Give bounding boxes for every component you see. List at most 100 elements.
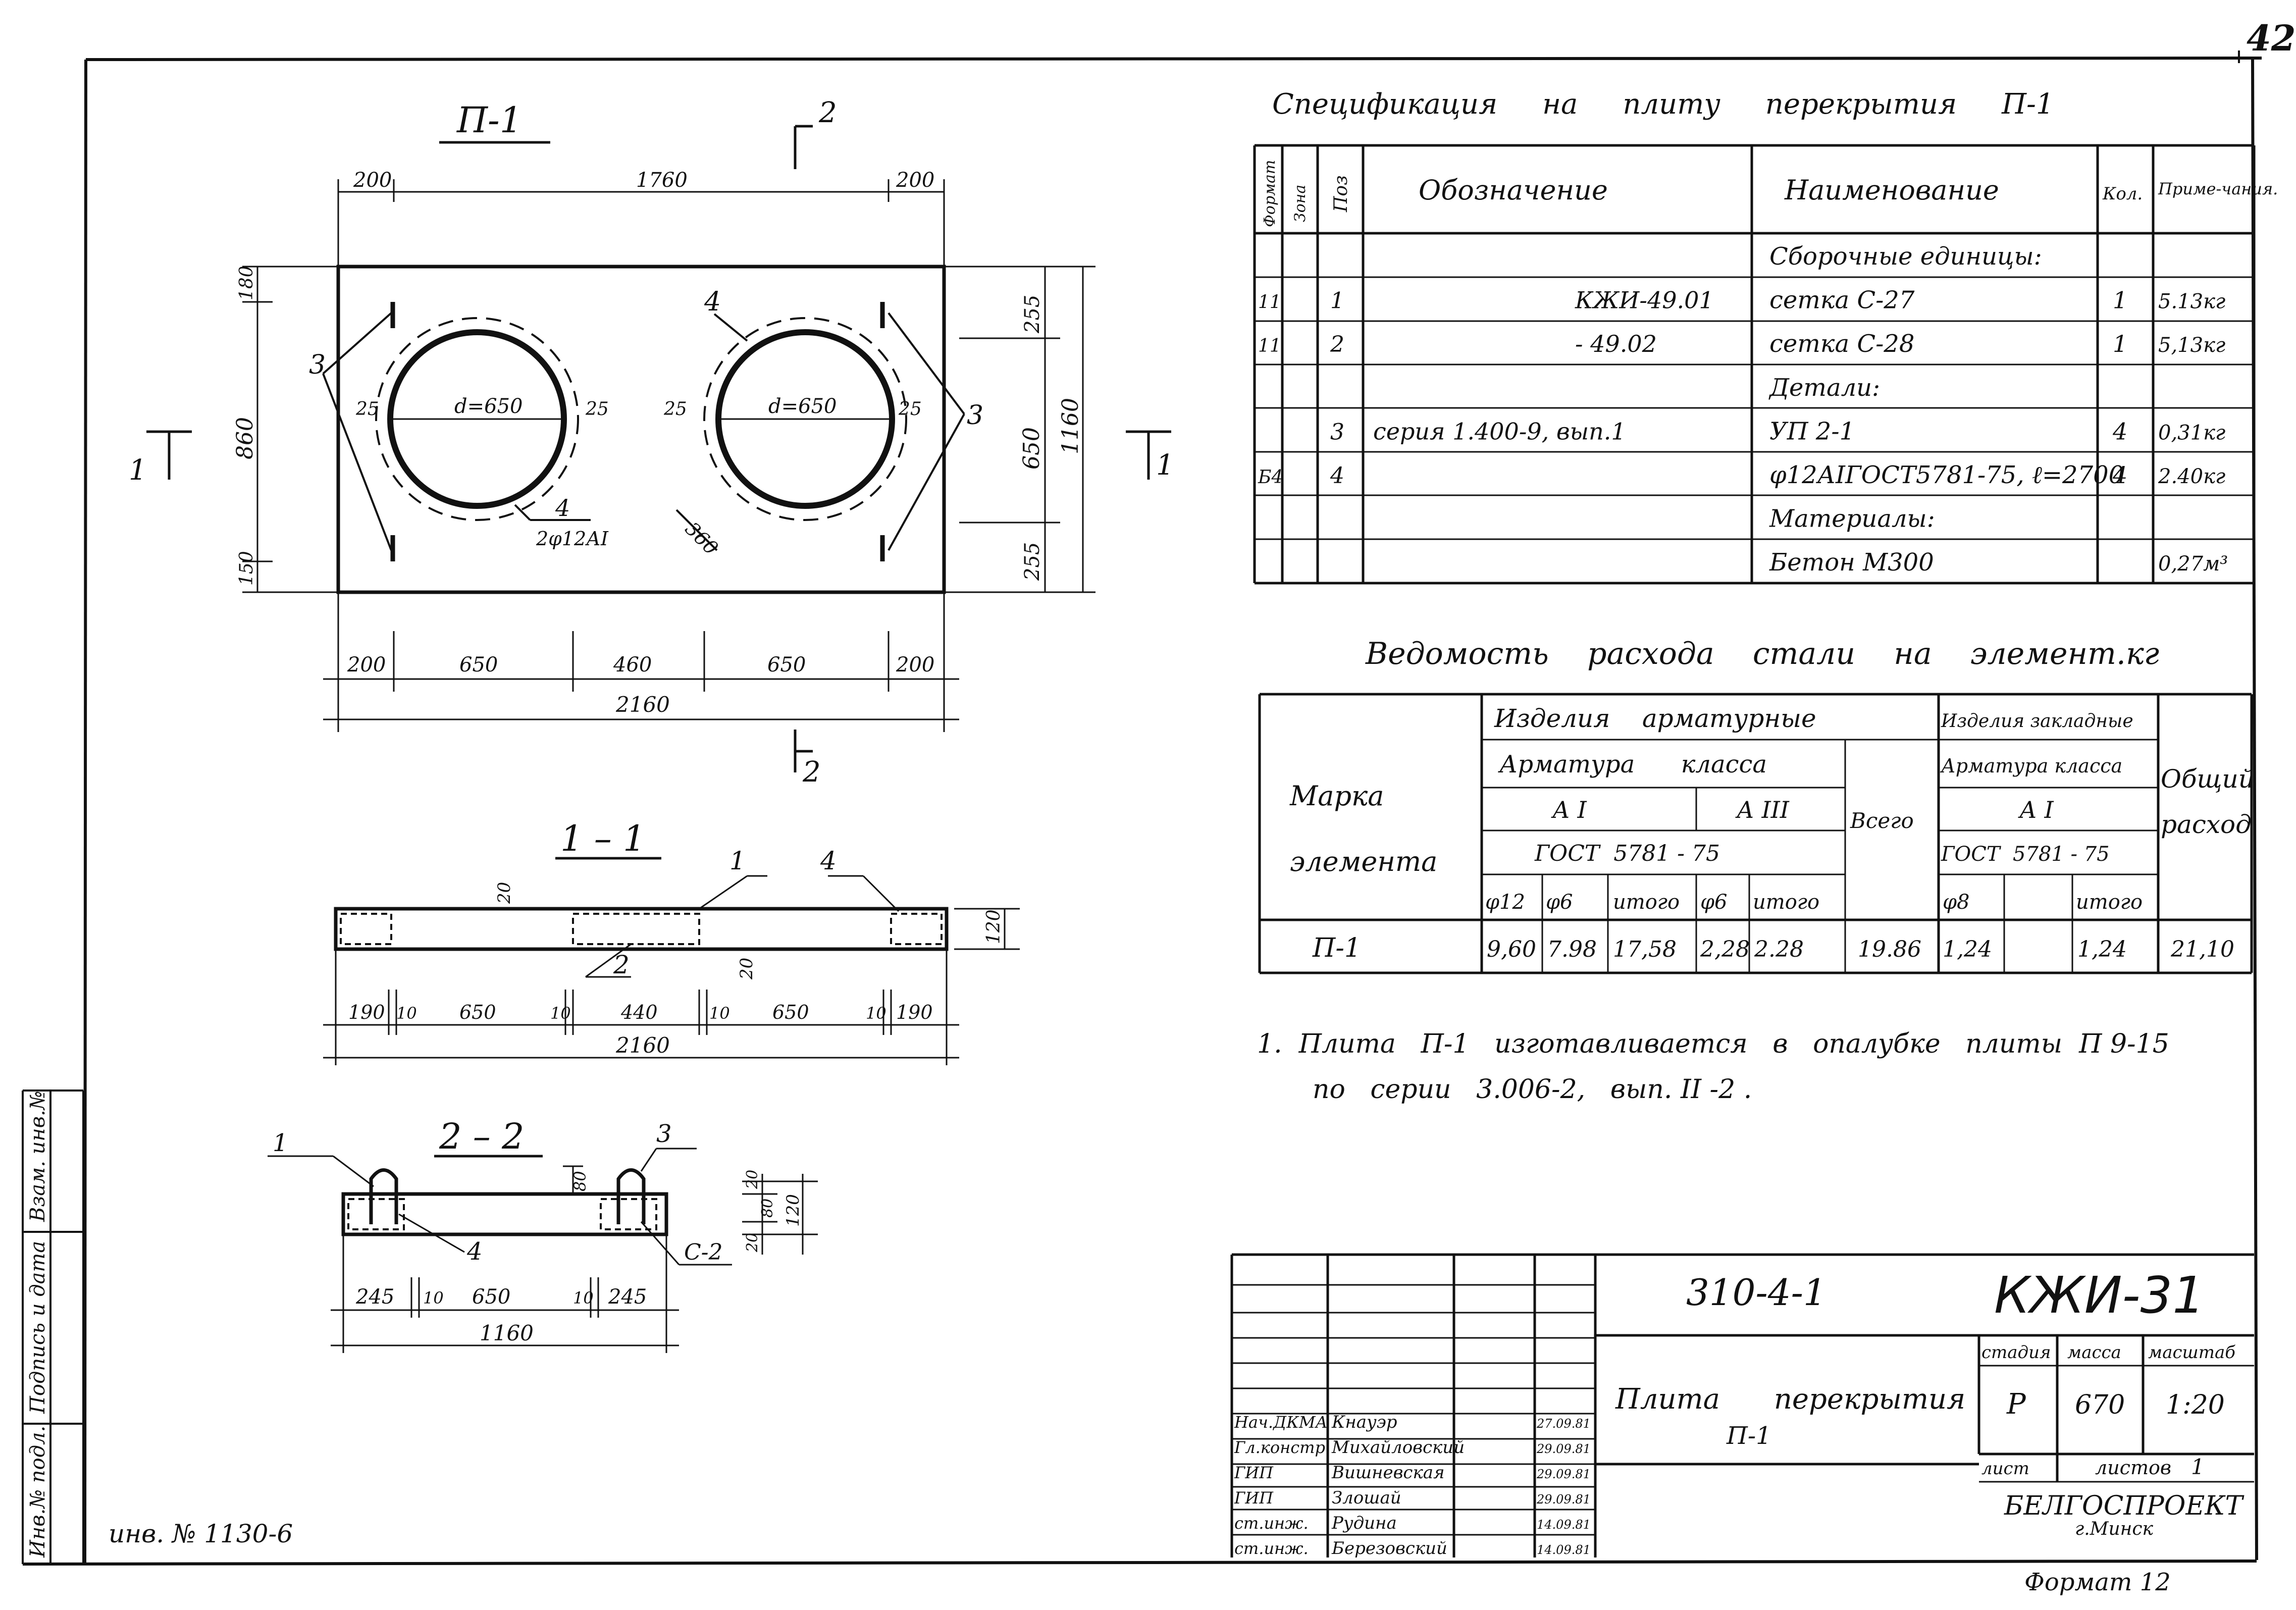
spec-cell: КЖИ-49.01 bbox=[1575, 287, 1714, 314]
sec11-callout-4: 4 bbox=[820, 846, 837, 875]
plan-right-dim-2: 255 bbox=[1021, 542, 1044, 581]
binding-podp-label: Подпись и дата bbox=[26, 1241, 49, 1414]
spec-cell: Сборочные единицы: bbox=[1769, 242, 2042, 271]
spec-cell: 4 bbox=[1330, 463, 1344, 489]
tb-date: 14.09.81 bbox=[1537, 1543, 1591, 1557]
spec-cell: Бетон М300 bbox=[1769, 548, 1934, 577]
spec-cell: φ12АIГОСТ5781-75, ℓ=2700 bbox=[1769, 461, 2124, 489]
gap-left-b: 25 bbox=[585, 399, 609, 420]
sec11-dim-6: 650 bbox=[772, 1001, 809, 1023]
sec22-callout-3: 3 bbox=[656, 1120, 672, 1148]
spec-cell: Детали: bbox=[1768, 374, 1880, 402]
tb-date: 27.09.81 bbox=[1536, 1417, 1591, 1431]
plan-dim-360: 360 bbox=[681, 517, 722, 559]
sec11-dim-7: 10 bbox=[866, 1004, 886, 1023]
section-mark-1-right: 1 bbox=[1156, 449, 1174, 482]
tb-role: Нач.ДКМА bbox=[1234, 1413, 1328, 1432]
sheet-number: 42 bbox=[2247, 17, 2295, 59]
steel-cell: 21,10 bbox=[2170, 937, 2234, 962]
tb-surname: Кнауэр bbox=[1331, 1412, 1397, 1432]
plan-right-dim-1: 650 bbox=[1019, 427, 1045, 470]
sec11-dim-1: 10 bbox=[396, 1004, 417, 1023]
steel-cell: 1,24 bbox=[1943, 937, 1992, 962]
sec22-callout-1: 1 bbox=[273, 1129, 288, 1157]
steel-h-arm-kl2: Арматура класса bbox=[1940, 755, 2122, 777]
spec-cell: 2.40кг bbox=[2158, 465, 2225, 488]
steel-subheader: итого bbox=[1613, 891, 1680, 914]
plan-left-dim-2: 150 bbox=[236, 551, 257, 586]
spec-cell: 3 bbox=[1330, 419, 1344, 445]
steel-h-obsh: Общий bbox=[2161, 764, 2255, 794]
sec22-rdim-3: 120 bbox=[783, 1194, 803, 1227]
spec-h-pos: Поз bbox=[1331, 175, 1351, 213]
plan-left-dim-0: 180 bbox=[236, 266, 257, 300]
sec22-rdim-1: 80 bbox=[759, 1199, 776, 1218]
spec-cell: серия 1.400-9, вып.1 bbox=[1373, 418, 1626, 445]
tb-role: ст.инж. bbox=[1234, 1514, 1309, 1533]
steel-h-ai2: А I bbox=[2018, 796, 2054, 823]
steel-cell: 7.98 bbox=[1547, 937, 1597, 962]
steel-subheader: итого bbox=[1753, 891, 1819, 914]
sec22-rdim-2: 20 bbox=[744, 1233, 761, 1253]
spec-cell: 5.13кг bbox=[2158, 290, 2225, 314]
plan-top-dim-2: 200 bbox=[896, 169, 934, 192]
plan-title: П-1 bbox=[456, 99, 522, 141]
tb-sheets-h: листов bbox=[2095, 1457, 2171, 1479]
binding-vzam-label: Взам. инв.№ bbox=[26, 1090, 49, 1222]
tb-scale-h: масштаб bbox=[2148, 1342, 2235, 1363]
tb-role: Гл.констр. bbox=[1234, 1438, 1330, 1457]
steel-subheader: φ6 bbox=[1546, 891, 1573, 914]
sec22-dim-0: 245 bbox=[355, 1285, 394, 1309]
steel-table: Ведомость расхода стали на элемент.кг bbox=[1258, 636, 2255, 974]
tb-surname: Вишневская bbox=[1331, 1463, 1445, 1483]
steel-h-aiii: А III bbox=[1735, 796, 1790, 823]
tb-date: 14.09.81 bbox=[1537, 1518, 1591, 1532]
spec-cell: 1 bbox=[1330, 288, 1344, 314]
plan-bottom-dim-2: 460 bbox=[613, 653, 652, 677]
tb-doc: КЖИ-31 bbox=[1994, 1266, 2205, 1325]
spec-cell: 11 bbox=[1258, 336, 1281, 356]
spec-h-format: Формат bbox=[1261, 160, 1279, 227]
plan-overall-dim: 2160 bbox=[615, 692, 670, 717]
sec22-overall: 1160 bbox=[480, 1321, 534, 1345]
tb-surname: Рудина bbox=[1331, 1513, 1397, 1533]
tb-sheet-h: лист bbox=[1981, 1459, 2029, 1479]
plan-right-dim-0: 255 bbox=[1021, 295, 1044, 334]
hole-left-diameter: d=650 bbox=[454, 395, 523, 418]
plan-callout-4-top: 4 bbox=[704, 287, 721, 317]
tb-surname: Михайловский bbox=[1331, 1437, 1465, 1458]
plan-right-dim-3: 1160 bbox=[1058, 398, 1083, 454]
sec11-dim-2: 650 bbox=[459, 1001, 496, 1023]
tb-role: ГИП bbox=[1234, 1463, 1274, 1482]
tb-mass-h: масса bbox=[2067, 1342, 2121, 1363]
steel-h-rash: расход bbox=[2161, 810, 2252, 839]
sec11-overall: 2160 bbox=[615, 1033, 670, 1058]
section-1-1-title: 1 – 1 bbox=[560, 818, 646, 859]
binding-inv-label: Инв.№ подл. bbox=[26, 1426, 49, 1558]
spec-cell: 0,27м³ bbox=[2158, 552, 2228, 576]
steel-subheader: φ8 bbox=[1943, 891, 1969, 914]
binding-strip bbox=[22, 1089, 84, 1564]
inventory-number: инв. № 1130-6 bbox=[109, 1519, 293, 1548]
tb-stage: Р bbox=[2006, 1388, 2026, 1421]
steel-h-izd-zakl: Изделия закладные bbox=[1941, 711, 2133, 732]
spec-cell: 1 bbox=[2113, 330, 2127, 357]
plan-bottom-dim-4: 200 bbox=[896, 653, 934, 677]
spec-cell: 1 bbox=[2113, 287, 2127, 314]
tb-scale: 1:20 bbox=[2166, 1390, 2225, 1420]
spec-h-designation: Обозначение bbox=[1419, 174, 1608, 206]
sec11-dim-4: 440 bbox=[620, 1001, 658, 1023]
section-2-2-title: 2 – 2 bbox=[439, 1116, 525, 1157]
sec11-dim-3: 10 bbox=[550, 1004, 571, 1023]
sec11-callout-2: 2 bbox=[613, 950, 630, 979]
sec22-dim-1: 10 bbox=[423, 1288, 444, 1308]
steel-subheader: φ6 bbox=[1700, 891, 1727, 914]
tb-name-1: Плита перекрытия bbox=[1615, 1383, 1965, 1416]
note-line-1: 1. Плита П-1 изготавливается в опалубке … bbox=[1257, 1029, 2169, 1059]
steel-cell: 17,58 bbox=[1613, 937, 1677, 962]
steel-h-gost1: ГОСТ 5781 - 75 bbox=[1534, 841, 1720, 866]
plan-top-dim-1: 1760 bbox=[636, 169, 688, 192]
